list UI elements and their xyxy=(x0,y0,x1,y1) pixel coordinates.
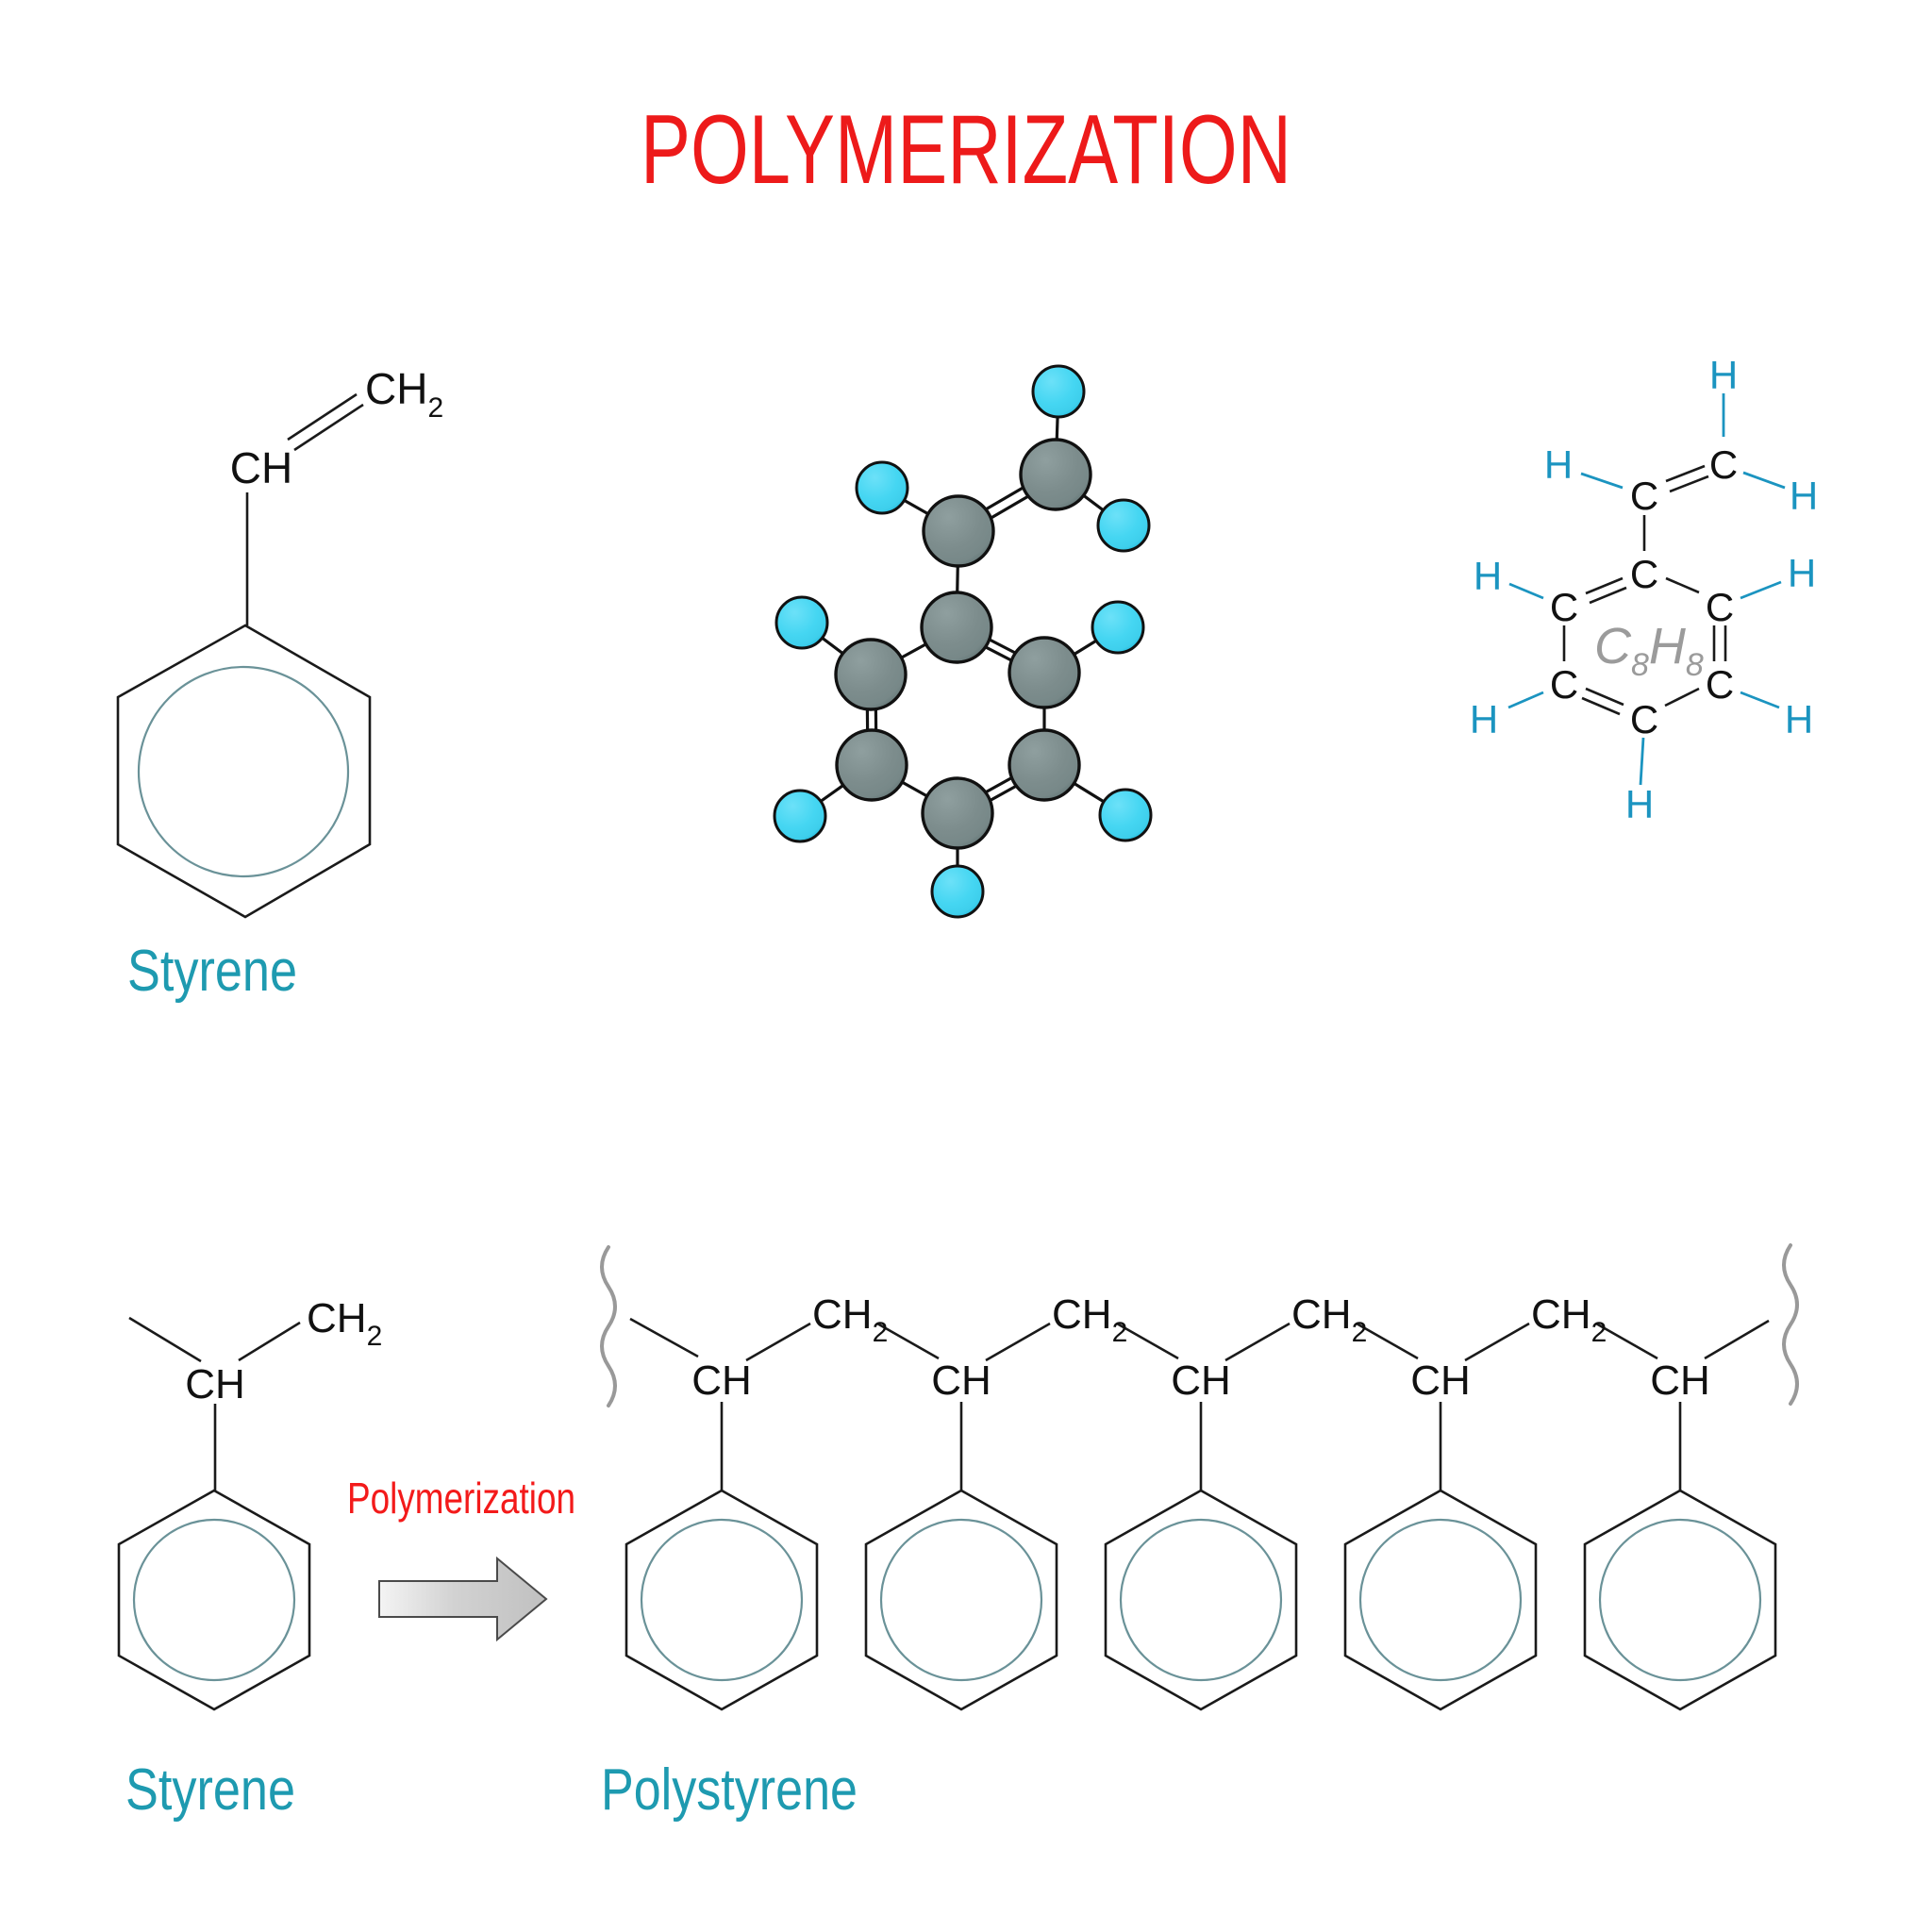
ch-label: CH xyxy=(230,443,292,492)
double-bond-line xyxy=(287,392,358,441)
single-bond-line xyxy=(238,1321,301,1362)
benzene-circle xyxy=(137,665,350,878)
hydrogen-label: H xyxy=(1470,697,1498,741)
ch-label: CH xyxy=(1650,1357,1710,1404)
carbon-atom xyxy=(922,494,995,568)
styrene-skeletal-panel: CH2 CH Styrene xyxy=(116,364,443,1004)
hydrogen-label: H xyxy=(1709,353,1738,397)
hydrogen-atom xyxy=(1091,600,1145,655)
ch2-label: CH2 xyxy=(307,1295,382,1352)
hydrogen-atoms xyxy=(773,364,1153,919)
benzene-hexagon xyxy=(1343,1489,1538,1711)
benzene-hexagon xyxy=(117,1489,311,1711)
hydrogen-atom xyxy=(1096,498,1151,553)
carbon-label: C xyxy=(1550,662,1578,707)
carbon-label: C xyxy=(1630,552,1658,596)
carbon-atom xyxy=(920,591,993,664)
carbon-atom xyxy=(834,638,908,711)
styrene-monomer-panel: CH CH2 Styrene xyxy=(117,1295,382,1823)
hydrogen-atom xyxy=(1098,788,1153,842)
lewis-letters: C C C C C C C C H H H H H H H H xyxy=(1470,353,1818,826)
chain-continuation-squiggle xyxy=(600,1245,617,1407)
hydrogen-label: H xyxy=(1474,554,1502,598)
styrene-label: Styrene xyxy=(127,939,297,1004)
hydrogen-label: H xyxy=(1544,442,1573,487)
ch2-label: CH2 xyxy=(1291,1291,1367,1348)
hydrogen-label: H xyxy=(1790,474,1818,518)
benzene-circle xyxy=(640,1518,804,1682)
hydrogen-atom xyxy=(773,789,827,843)
styrene-label: Styrene xyxy=(125,1757,295,1823)
ch-label: CH xyxy=(1171,1357,1231,1404)
ch-label: CH xyxy=(185,1361,245,1407)
polymerization-label: Polymerization xyxy=(347,1474,575,1523)
chain-continuation-squiggle xyxy=(1782,1243,1799,1406)
hydrogen-label: H xyxy=(1625,782,1654,826)
chain-labels: CH CH CH CH CH CH2 CH2 CH2 CH2 xyxy=(691,1291,1710,1404)
polystyrene-label: Polystyrene xyxy=(601,1757,858,1823)
double-bond-line xyxy=(293,403,364,452)
benzene-hexagon xyxy=(1583,1489,1777,1711)
carbon-label: C xyxy=(1630,697,1658,741)
benzene-circle xyxy=(132,1518,296,1682)
hydrogen-atom xyxy=(1031,364,1086,419)
styrene-lewis-panel: C C C C C C C C H H H H H H H H C8H8 xyxy=(1470,353,1818,826)
carbon-atom xyxy=(921,776,994,850)
lewis-black-bonds xyxy=(1562,464,1727,716)
carbon-atoms xyxy=(834,438,1092,850)
chain-benzene-rings xyxy=(625,1489,1777,1711)
benzene-circle xyxy=(879,1518,1043,1682)
carbon-label: C xyxy=(1709,442,1738,487)
benzene-hexagon xyxy=(864,1489,1058,1711)
ch-label: CH xyxy=(691,1357,752,1404)
benzene-circle xyxy=(1598,1518,1762,1682)
styrene-ball-stick-model xyxy=(773,364,1153,919)
benzene-circle xyxy=(1358,1518,1523,1682)
carbon-atom xyxy=(1008,636,1081,709)
ch2-label: CH2 xyxy=(1052,1291,1127,1348)
carbon-atom xyxy=(1008,728,1081,802)
hydrogen-atom xyxy=(774,595,829,650)
carbon-atom xyxy=(1019,438,1092,511)
ch2-label: CH2 xyxy=(812,1291,888,1348)
page-title: POLYMERIZATION xyxy=(641,95,1291,205)
hydrogen-label: H xyxy=(1785,697,1813,741)
lewis-cyan-bonds xyxy=(1507,393,1786,786)
hydrogen-atom xyxy=(930,864,985,919)
polystyrene-chain-panel: CH CH CH CH CH CH2 CH2 CH2 CH2 Polystyre… xyxy=(600,1243,1799,1823)
carbon-label: C xyxy=(1706,585,1734,629)
benzene-hexagon xyxy=(1104,1489,1298,1711)
header: POLYMERIZATION xyxy=(641,95,1291,205)
ch2-label: CH2 xyxy=(365,364,443,424)
ch2-label: CH2 xyxy=(1531,1291,1607,1348)
carbon-atom xyxy=(835,728,908,802)
hydrogen-label: H xyxy=(1788,551,1816,595)
carbon-label: C xyxy=(1706,662,1734,707)
benzene-hexagon xyxy=(625,1489,819,1711)
open-bond-line xyxy=(128,1316,202,1363)
arrow-right-icon xyxy=(378,1556,548,1642)
hydrogen-atom xyxy=(855,460,909,515)
carbon-label: C xyxy=(1550,585,1578,629)
benzene-circle xyxy=(1119,1518,1283,1682)
ch-label: CH xyxy=(931,1357,991,1404)
reaction: Polymerization xyxy=(347,1474,575,1642)
chain-bonds xyxy=(629,1317,1770,1491)
carbon-label: C xyxy=(1630,474,1658,518)
benzene-hexagon xyxy=(116,624,372,919)
formula-c8h8: C8H8 xyxy=(1594,618,1704,683)
ch-label: CH xyxy=(1410,1357,1471,1404)
